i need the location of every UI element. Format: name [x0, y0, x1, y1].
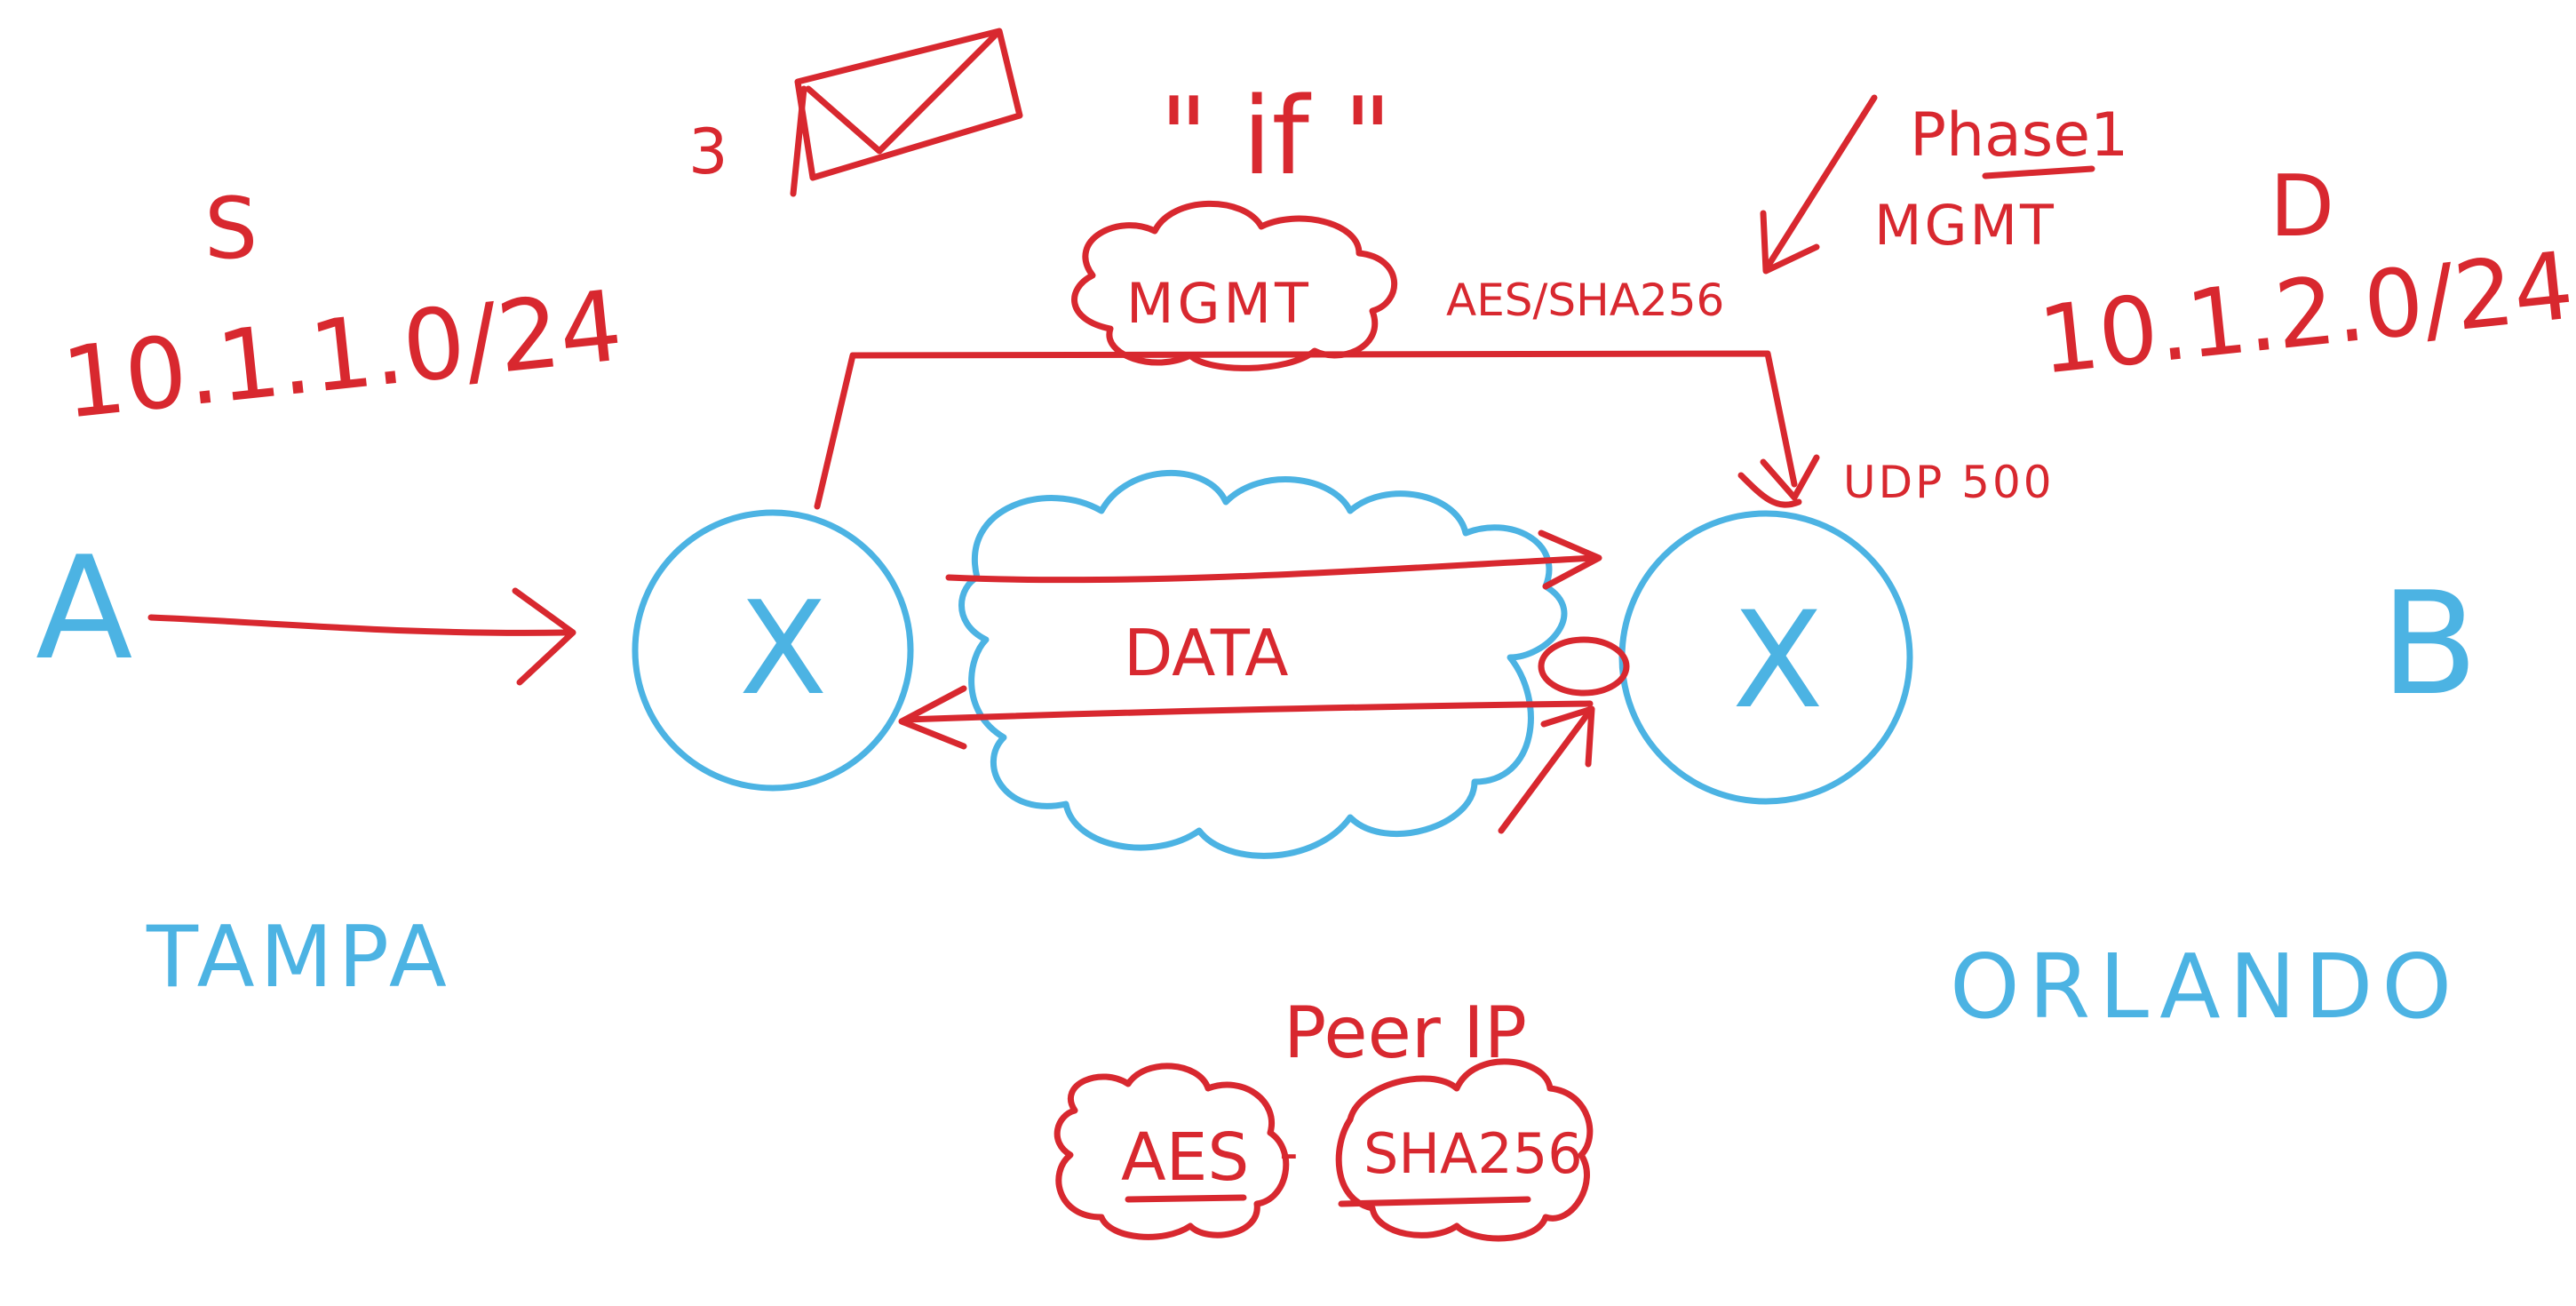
source-letter: S	[204, 180, 258, 278]
host-a-to-router-arrow	[147, 614, 572, 636]
internet-cloud	[958, 469, 1568, 859]
if-quote: " if "	[1159, 76, 1392, 199]
phase-sub-label: MGMT	[1874, 193, 2056, 258]
phase1-arrow-head	[1760, 454, 1820, 501]
mgmt-label: MGMT	[1126, 271, 1312, 336]
destination-letter: D	[2270, 158, 2334, 256]
interface-marker	[1538, 636, 1630, 697]
host-a-label: A	[36, 525, 132, 691]
router-left-symbol: X	[739, 574, 827, 724]
udp-port-label: UDP 500	[1843, 457, 2055, 508]
tunnel-upper-arrow-head	[1538, 530, 1602, 590]
mgmt-cloud	[1071, 200, 1397, 371]
proposal-dash: -	[1279, 1122, 1299, 1184]
hash-sha256-label: SHA256	[1364, 1121, 1583, 1186]
arrow-head-a	[512, 587, 576, 686]
phase1-hook	[1737, 472, 1802, 508]
tunnel-data-label: DATA	[1124, 616, 1288, 690]
destination-subnet: 10.1.2.0/24	[2034, 231, 2576, 394]
source-subnet: 10.1.1.0/24	[57, 269, 627, 441]
phase-label: Phase1	[1910, 100, 2128, 171]
aes-underline	[1125, 1194, 1247, 1203]
phase1-algorithms: AES/SHA256	[1446, 275, 1724, 326]
tunnel-upper-arrow	[945, 554, 1598, 584]
interface-pointer-head	[1540, 705, 1595, 768]
router-right-symbol: X	[1732, 584, 1824, 738]
cipher-aes-label: AES	[1121, 1119, 1249, 1196]
host-b-label: B	[2381, 561, 2478, 727]
tunnel-lower-arrow-head	[898, 685, 967, 750]
step-number: 3	[688, 115, 728, 188]
interface-pointer-arrow	[1498, 707, 1594, 834]
phase-pointer-arrow	[1764, 94, 1878, 270]
sha-underline	[1338, 1196, 1531, 1207]
envelope-flap	[805, 32, 998, 155]
envelope-icon	[794, 28, 1023, 181]
sha-cloud	[1335, 1058, 1594, 1242]
router-left-circle	[632, 509, 914, 792]
tunnel-lower-arrow	[902, 700, 1594, 723]
phase-pointer-head	[1760, 210, 1820, 275]
city-orlando: ORLANDO	[1950, 935, 2461, 1039]
peer-ip-label: Peer IP	[1284, 991, 1527, 1074]
phase-underline	[1982, 165, 2095, 179]
aes-cloud	[1053, 1063, 1290, 1240]
city-tampa: TAMPA	[146, 909, 452, 1007]
